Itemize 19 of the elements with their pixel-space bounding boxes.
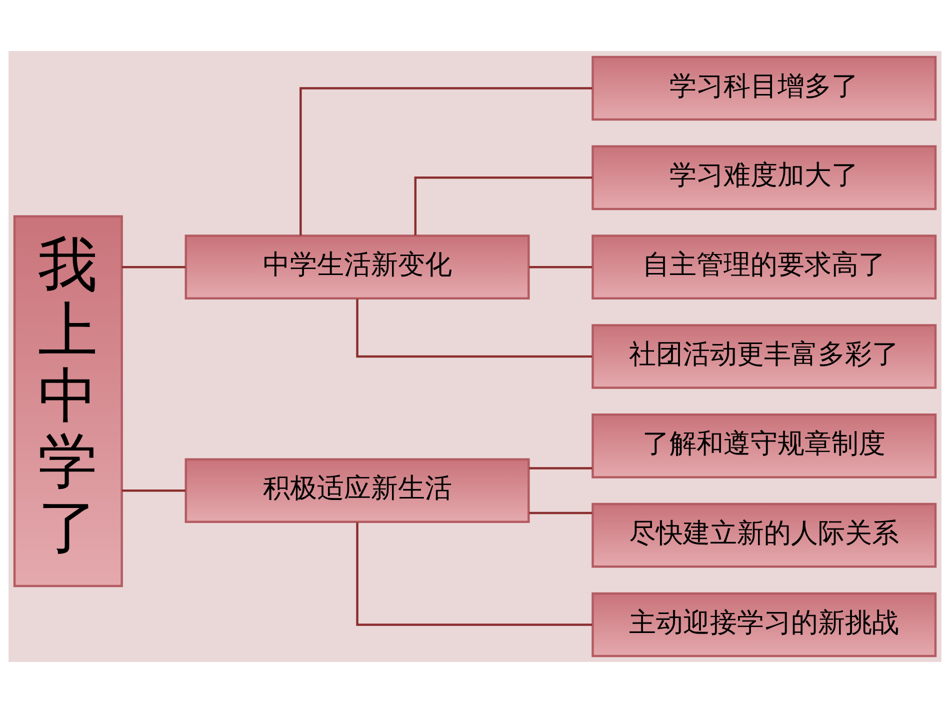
node-box: 学习科目增多了 <box>592 56 937 121</box>
node-box: 学习难度加大了 <box>592 145 937 210</box>
node-box: 尽快建立新的人际关系 <box>592 502 937 568</box>
node-box: 主动迎接学习的新挑战 <box>592 592 937 658</box>
connector <box>529 512 592 514</box>
connector <box>529 266 592 268</box>
node-box: 自主管理的要求高了 <box>592 234 937 300</box>
node-box: 社团活动更丰富多彩了 <box>592 324 937 389</box>
connector <box>356 522 592 626</box>
connector <box>529 467 592 470</box>
node-box: 了解和遵守规章制度 <box>592 414 937 478</box>
connector <box>356 298 592 358</box>
connector <box>414 176 592 236</box>
node-box: 中学生活新变化 <box>184 234 530 300</box>
connector <box>122 266 186 268</box>
connector <box>300 87 592 236</box>
node-box: 积极适应新生活 <box>184 458 530 524</box>
connector <box>122 490 186 492</box>
node-box: 我上中学了 <box>13 215 123 588</box>
